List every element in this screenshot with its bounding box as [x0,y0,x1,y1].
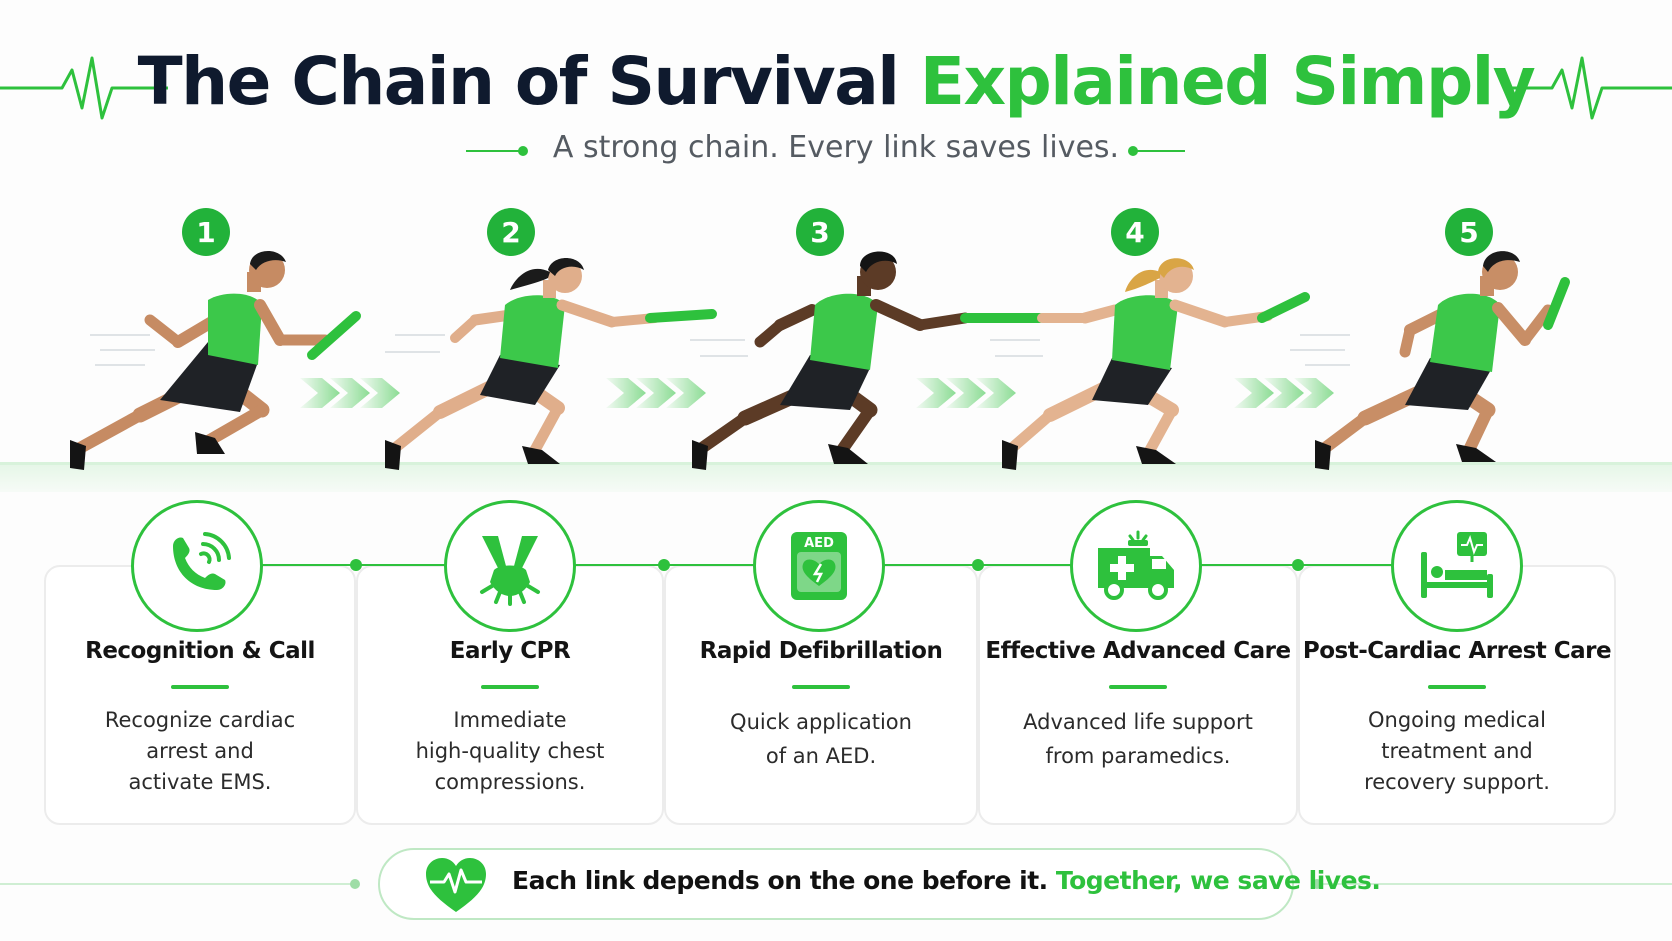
step-3-desc-line: of an AED. [765,744,877,768]
chevrons-4-5-icon [1234,378,1334,408]
step-underline-5 [1428,685,1486,689]
subtitle-deco-left [466,146,528,156]
connector-dot-2 [658,559,670,571]
step-5-desc-line: recovery support. [1364,770,1550,794]
runner-4-icon [1002,258,1310,470]
chevrons-3-4-icon [916,378,1016,408]
runner-3-icon [692,251,1045,470]
pulse-line-left-icon [0,56,168,120]
step-2-desc-line: Immediate [453,708,567,732]
step-description-4: Advanced life support from paramedics. [978,705,1298,773]
cpr-hands-icon [480,536,540,606]
chevrons-1-2-icon [300,378,400,408]
footer-dot-left [350,879,360,889]
step-underline-4 [1109,685,1167,689]
page-title: The Chain of Survival Explained Simply [0,42,1672,122]
step-1-desc-line: arrest and [146,739,254,763]
footer-dot-right [1312,879,1322,889]
step-icon-circle-1 [131,500,263,632]
step-description-3: Quick application of an AED. [664,705,978,773]
running-track [0,462,1672,492]
step-description-5: Ongoing medical treatment and recovery s… [1298,705,1616,798]
step-title-1: Recognition & Call [85,638,315,664]
step-description-2: Immediate high-quality chest compression… [356,705,664,798]
subtitle-deco-right [1128,146,1185,156]
step-2-desc-line: high-quality chest [415,739,605,763]
runner-1-icon [70,250,361,470]
step-title-5: Post-Cardiac Arrest Care [1302,638,1612,664]
step-4-desc-line: from paramedics. [1045,744,1231,768]
step-4-desc-line: Advanced life support [1023,710,1253,734]
connector-dot-4 [1292,559,1304,571]
step-5-desc-line: treatment and [1381,739,1533,763]
chevrons-2-3-icon [606,378,706,408]
step-underline-1 [171,685,229,689]
step-title-2: Early CPR [449,638,571,664]
footer-text-main: Each link depends on the one before it. [512,866,1048,895]
header-decoration [0,56,1672,156]
step-3-desc-line: Quick application [730,710,912,734]
footer-text-accent: Together, we save lives. [1055,866,1381,895]
footer-line-right [1320,883,1672,885]
runners-illustration [70,250,1570,470]
hospital-bed-monitor-icon [1421,532,1493,598]
step-icon-circle-4 [1070,500,1202,632]
step-1-desc-line: activate EMS. [128,770,272,794]
step-badge-5: 5 [1445,208,1493,256]
step-title-4: Effective Advanced Care [985,638,1291,664]
connector-dot-1 [350,559,362,571]
aed-label: AED [804,536,834,551]
step-badge-4: 4 [1111,208,1159,256]
step-2-desc-line: compressions. [434,770,586,794]
connector-dot-3 [972,559,984,571]
aed-icon: AED [791,532,847,600]
footer-banner [378,848,1294,920]
runner-2-icon [385,258,717,470]
step-title-3: Rapid Defibrillation [699,638,943,664]
title-main: The Chain of Survival [137,43,900,120]
step-5-desc-line: Ongoing medical [1368,708,1546,732]
step-icon-circle-2 [444,500,576,632]
step-badge-3: 3 [796,208,844,256]
footer-message: Each link depends on the one before it. … [512,866,1381,895]
ambulance-icon [1098,530,1174,600]
footer-line-left [0,883,352,885]
runner-5-icon [1315,251,1570,470]
step-icon-circle-3: AED [753,500,885,632]
step-badge-1: 1 [182,208,230,256]
step-underline-3 [792,685,850,689]
heart-pulse-icon [426,858,486,912]
step-description-1: Recognize cardiac arrest and activate EM… [44,705,356,798]
page-subtitle: A strong chain. Every link saves lives. [552,130,1120,165]
pulse-line-right-icon [1503,56,1672,120]
step-badge-2: 2 [487,208,535,256]
speed-lines [90,334,1350,366]
step-underline-2 [481,685,539,689]
step-icon-circle-5 [1391,500,1523,632]
phone-call-icon [173,532,231,590]
title-accent: Explained Simply [919,43,1536,120]
step-1-desc-line: Recognize cardiac [104,708,296,732]
